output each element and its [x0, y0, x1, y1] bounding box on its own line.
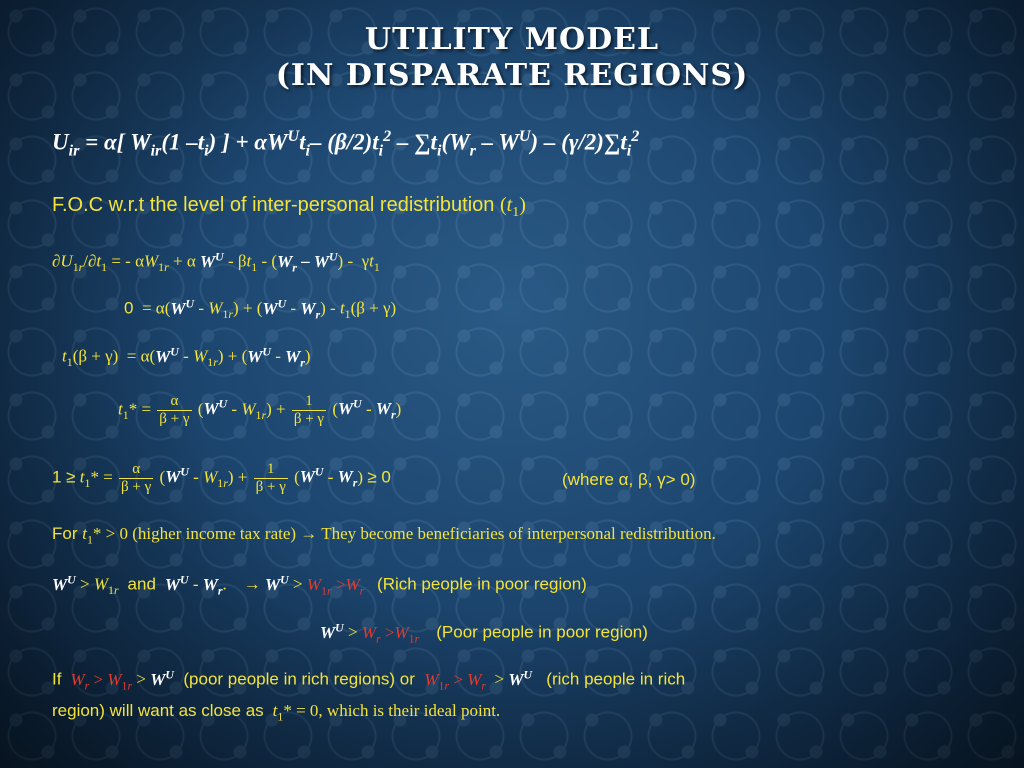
foc-derivative: ∂U1r/∂t1 = - αW1r + α WU - βt1 - (Wr – W… [52, 249, 380, 275]
beneficiaries-text: (higher income tax rate) → They become b… [128, 524, 716, 543]
if-prefix: If [52, 669, 62, 689]
beneficiaries-note: For t1* > 0 (higher income tax rate) → T… [52, 524, 716, 547]
rich-rich-text: (rich people in rich [546, 669, 686, 689]
foc-rearranged: t1(β + γ) = α(WU - W1r) + (WU - Wr) [62, 344, 311, 370]
slide-title: UTILITY MODEL (IN DISPARATE REGIONS) [0, 22, 1024, 94]
utility-equation: Uir = α[ Wir(1 –ti) ] + αWUti– (β/2)ti2 … [52, 128, 640, 160]
rich-poor-region: WU > W1r and WU - Wr. → WU > W1r >Wr (Ri… [52, 572, 587, 598]
ending-text: region) will want as close as [52, 701, 264, 720]
rich-region-note-1: If Wr > W1r > WU (poor people in rich re… [52, 667, 686, 693]
poor-rich-text: (poor people in rich regions) or [183, 669, 415, 689]
title-line-1: UTILITY MODEL [364, 22, 660, 57]
ideal-text: = 0, which is their ideal point. [291, 701, 501, 720]
for-prefix: For [52, 524, 78, 543]
rich-region-note-2: region) will want as close as t1* = 0, w… [52, 701, 501, 724]
where-note: (where α, β, γ> 0) [562, 470, 696, 489]
title-line-2: (IN DISPARATE REGIONS) [275, 58, 749, 93]
foc-label: F.O.C w.r.t the level of inter-personal … [52, 194, 495, 216]
foc-label-row: F.O.C w.r.t the level of inter-personal … [52, 194, 526, 220]
poor-poor-region: WU > Wr >W1r (Poor people in poor region… [320, 620, 648, 646]
foc-zero: 0 = α(WU - W1r) + (WU - Wr) - t1(β + γ) [124, 296, 397, 322]
rich-poor-text: (Rich people in poor region) [377, 574, 587, 594]
poor-poor-text: (Poor people in poor region) [436, 622, 648, 642]
